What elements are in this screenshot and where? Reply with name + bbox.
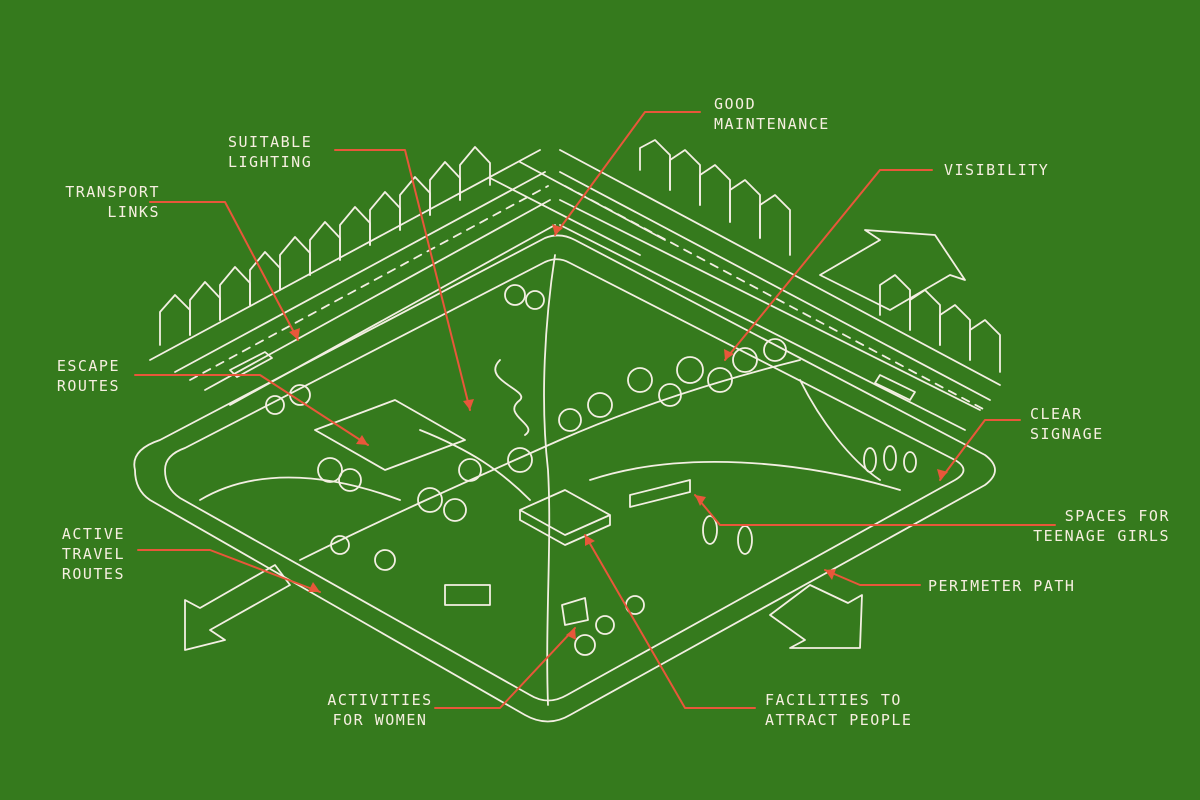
arrowhead-clear-signage (937, 469, 948, 480)
label-activities-for-women: ACTIVITIES FOR WOMEN (327, 691, 433, 729)
leader-visibility (724, 169, 933, 361)
arrowhead-visibility (724, 349, 734, 360)
label-visibility: VISIBILITY (944, 161, 1050, 179)
pavilion (444, 584, 491, 606)
road-top-right (559, 149, 1001, 431)
cross-road (489, 161, 666, 256)
curvy-path (494, 359, 530, 436)
leader-good-maintenance (554, 111, 701, 236)
label-good-maintenance: GOOD MAINTENANCE (714, 95, 830, 133)
label-spaces-for-teenage-girls: SPACES FOR TEENAGE GIRLS (1033, 507, 1170, 545)
label-facilities-to-attract-people: FACILITIES TO ATTRACT PEOPLE (765, 691, 913, 729)
label-suitable-lighting: SUITABLE LIGHTING (228, 133, 313, 171)
arrowhead-perimeter-path (825, 569, 836, 580)
sports-pitch (314, 399, 466, 471)
trees (265, 284, 917, 656)
leader-clear-signage (939, 419, 1021, 481)
leader-teenage-girls (694, 494, 1056, 526)
leader-activities-women (434, 627, 576, 709)
leader-transport-links (149, 201, 299, 341)
interior-path-1 (543, 254, 556, 706)
arrowhead-facilities (585, 535, 595, 546)
interior-path-6 (799, 379, 881, 481)
arrow-bottom-left (184, 564, 291, 651)
interior-path-2 (299, 359, 801, 561)
label-transport-links: TRANSPORT LINKS (65, 183, 160, 221)
building (519, 489, 611, 546)
arrow-bottom-right (769, 584, 863, 649)
arrowhead-teenage-girls (695, 495, 706, 506)
leader-facilities (584, 534, 756, 709)
interior-path-3 (589, 461, 901, 491)
leader-active-travel (137, 549, 321, 593)
arrowhead-active-travel (308, 582, 320, 592)
shelter (629, 479, 691, 508)
kiosk (561, 597, 589, 626)
leader-suitable-lighting (334, 149, 471, 411)
interior-path-5 (199, 476, 401, 501)
road-top-left-dashes (189, 185, 549, 381)
arrowhead-escape-routes (356, 435, 368, 445)
leader-escape-routes (134, 374, 369, 446)
arrowhead-activities-women (566, 628, 576, 640)
park-outline (133, 234, 996, 723)
houses-top-left (159, 146, 491, 346)
label-active-travel-routes: ACTIVE TRAVEL ROUTES (61, 525, 125, 583)
houses-top-right (639, 139, 1001, 373)
bus-right (874, 374, 916, 401)
interior-path-4 (419, 429, 531, 501)
arrowhead-good-maintenance (552, 224, 563, 235)
arrow-top-right (819, 229, 966, 311)
label-perimeter-path: PERIMETER PATH (928, 577, 1076, 595)
arrowhead-suitable-lighting (463, 399, 474, 410)
arrowhead-transport-links (289, 328, 300, 340)
label-escape-routes: ESCAPE ROUTES (56, 357, 120, 395)
leader-perimeter-path (824, 569, 921, 586)
perimeter-path-line (164, 258, 965, 702)
label-clear-signage: CLEAR SIGNAGE (1030, 405, 1104, 443)
road-top-left (149, 149, 556, 406)
